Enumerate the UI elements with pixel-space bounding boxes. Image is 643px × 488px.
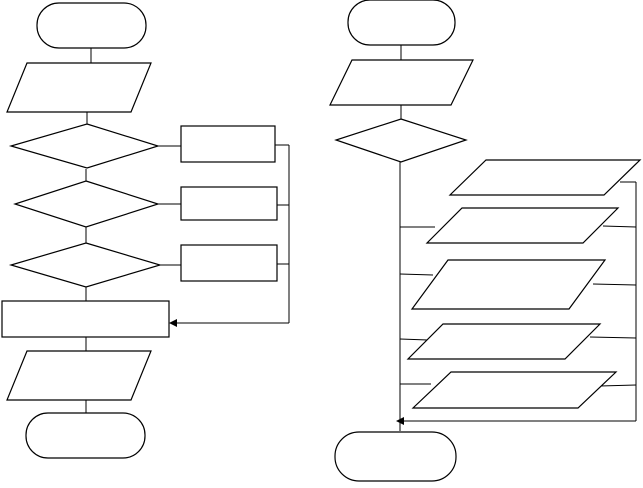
left-input-box [6, 62, 152, 113]
left-decision-2 [13, 180, 160, 228]
left-flowchart [1, 2, 290, 459]
right-flowchart [329, 0, 642, 482]
right-output-box-5 [411, 371, 618, 409]
connector-line [599, 384, 637, 387]
left-end-terminal [25, 412, 146, 459]
left-process-1 [180, 125, 276, 163]
connector-line [399, 273, 434, 276]
right-end-terminal [334, 431, 457, 482]
left-decision-3 [8, 242, 163, 288]
connector-line [589, 336, 637, 339]
left-process-2 [180, 186, 278, 221]
right-output-box-3 [410, 259, 607, 310]
left-output-box [6, 350, 152, 401]
right-output-box-4 [406, 323, 602, 360]
left-start-terminal [36, 2, 147, 49]
connector-line [399, 338, 429, 341]
right-input-box [329, 59, 474, 106]
right-output-box-2 [425, 207, 620, 244]
left-merge-process [1, 300, 170, 338]
left-process-3 [180, 244, 278, 282]
connector-line [602, 225, 637, 228]
right-start-terminal [347, 0, 456, 46]
right-decision [334, 118, 468, 163]
right-output-box-1 [448, 159, 642, 196]
left-decision-1 [8, 123, 161, 169]
connector-line [592, 283, 637, 286]
